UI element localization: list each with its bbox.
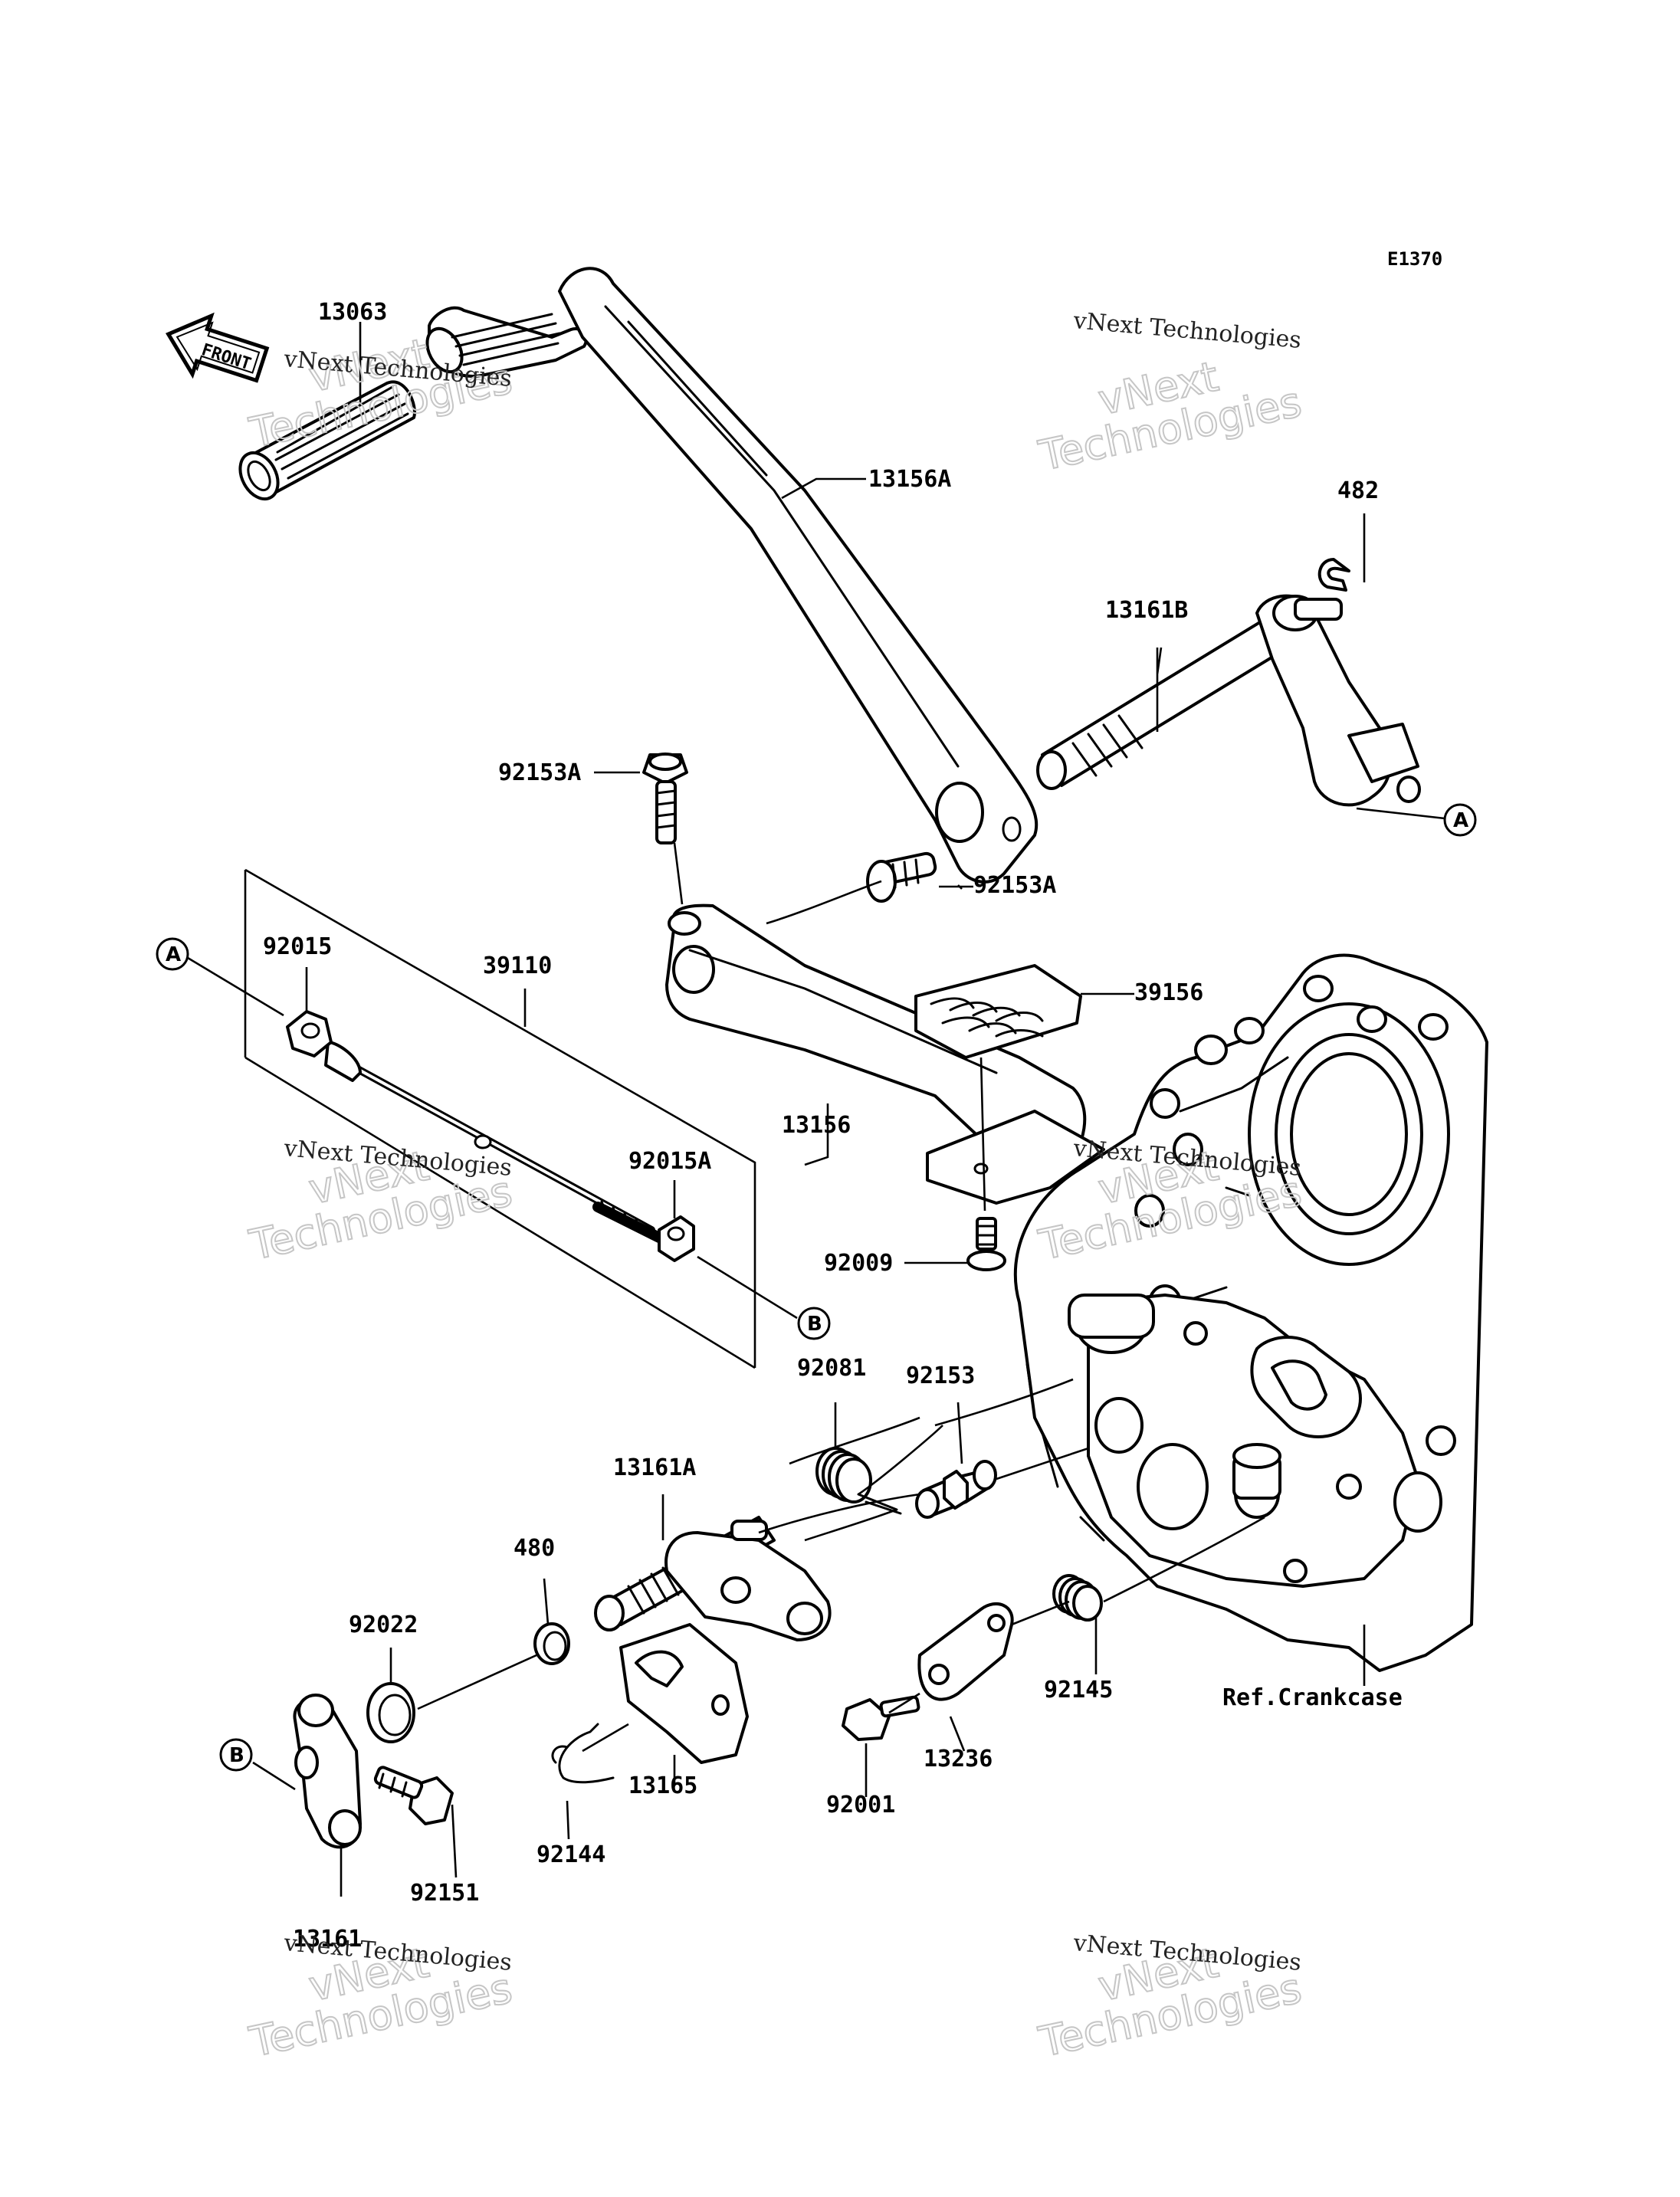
shift-shaft-13161A <box>594 1516 832 1641</box>
part-label: 92145 <box>1044 1677 1113 1703</box>
front-arrow-icon: FRONT <box>166 312 270 383</box>
part-label: 13156A <box>868 466 951 493</box>
part-label: 13161A <box>613 1454 696 1481</box>
nut-92015 <box>286 1010 333 1058</box>
spring-92145 <box>1052 1574 1103 1622</box>
washer-92022 <box>366 1682 415 1743</box>
part-label: 92081 <box>797 1355 866 1382</box>
shift-lever-13161 <box>293 1694 362 1849</box>
part-label: 92144 <box>536 1841 605 1868</box>
eclip-480 <box>533 1622 570 1665</box>
crankcase-reference <box>1013 953 1488 1672</box>
bolt-92001 <box>842 1695 920 1741</box>
part-label: 480 <box>514 1535 555 1562</box>
callout-b-left: B <box>219 1738 253 1772</box>
part-label: 92151 <box>410 1880 479 1907</box>
part-label: 92153A <box>973 872 1056 899</box>
nut-92015A <box>658 1215 695 1262</box>
part-labels: 13063 13156A 482 13161B 92153A 92153A 92… <box>263 299 1403 1953</box>
spring-92144 <box>551 1723 615 1784</box>
part-label: 13161 <box>293 1926 362 1953</box>
callout-b-right: B <box>797 1307 831 1340</box>
screw-92009 <box>966 1217 1006 1271</box>
bolt-92153A-lower <box>866 851 937 903</box>
part-label: 482 <box>1337 477 1379 504</box>
pin-bolt-92153 <box>915 1460 997 1519</box>
part-label: 92153 <box>906 1362 975 1389</box>
eclip-482 <box>1317 558 1350 592</box>
svg-text:A: A <box>166 943 181 966</box>
pedal-lever-13156 <box>665 903 1105 1205</box>
pedal-rubber-13063 <box>238 380 416 501</box>
part-label: 92015 <box>263 933 332 960</box>
part-label: 92022 <box>349 1612 418 1638</box>
shift-shaft-13161B <box>1036 594 1421 807</box>
shift-plate-13165 <box>619 1623 749 1764</box>
tie-rod-39110 <box>244 868 756 1369</box>
shift-pedal-13156A <box>425 267 1039 884</box>
reference-label: Ref.Crankcase <box>1222 1684 1403 1711</box>
part-label: 13165 <box>628 1772 697 1799</box>
bolt-92153A-upper <box>642 753 688 844</box>
bolt-92151 <box>373 1766 454 1825</box>
callout-a-left: A <box>156 937 189 971</box>
part-label: 92153A <box>498 759 581 786</box>
part-label: 92015A <box>628 1148 711 1175</box>
svg-text:A: A <box>1453 809 1468 832</box>
diagram-code: E1370 <box>1387 248 1442 270</box>
stopper-13236 <box>917 1602 1014 1701</box>
part-label: 39156 <box>1134 979 1203 1006</box>
callout-a-right: A <box>1443 803 1477 837</box>
pedal-pad-39156 <box>914 964 1082 1059</box>
part-label: 13156 <box>782 1112 851 1139</box>
part-label: 13161B <box>1105 597 1188 624</box>
part-label: 92009 <box>824 1250 893 1277</box>
part-label: 13236 <box>924 1746 993 1772</box>
spring-92081 <box>815 1447 902 1515</box>
svg-text:B: B <box>807 1313 822 1336</box>
watermark-text: vNext Technologies <box>1071 307 1302 354</box>
leader-lines <box>187 322 1445 1897</box>
part-label: 92001 <box>826 1792 895 1818</box>
part-label: 13063 <box>318 299 387 326</box>
part-label: 39110 <box>483 953 552 979</box>
svg-text:B: B <box>229 1744 244 1767</box>
watermark-top-right: vNext Technologies <box>1034 352 1306 481</box>
